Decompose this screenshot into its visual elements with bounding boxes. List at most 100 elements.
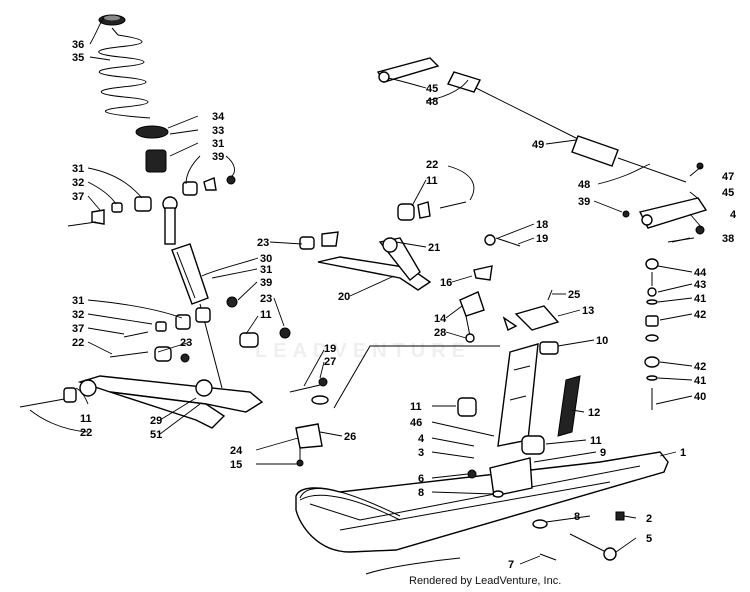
small-bracket-16 (473, 234, 521, 281)
ball-joint-stack (644, 258, 660, 410)
bushing-upper-left (67, 196, 152, 227)
ski-skag (365, 557, 461, 575)
leader-lines (29, 17, 703, 565)
steering-arm-right (622, 162, 708, 243)
callout-43: 43 (694, 279, 706, 291)
callout-2: 2 (646, 513, 652, 525)
lower-spindle-joint (295, 423, 323, 467)
callout-28: 28 (434, 327, 446, 339)
callout-38: 38 (722, 233, 734, 245)
callout-47: 47 (722, 171, 734, 183)
callout-39a: 39 (212, 151, 224, 163)
callout-32a: 32 (72, 177, 84, 189)
callout-41b: 41 (694, 375, 706, 387)
callout-33: 33 (212, 125, 224, 137)
callout-41a: 41 (694, 293, 706, 305)
callout-3: 3 (418, 447, 424, 459)
callout-51: 51 (150, 429, 162, 441)
callout-19a: 19 (324, 343, 336, 355)
callout-14: 14 (434, 313, 447, 325)
watermark-text: LEADVENTURE (255, 340, 472, 362)
callout-6: 6 (418, 473, 424, 485)
callout-13: 13 (582, 305, 594, 317)
callout-48b: 48 (578, 179, 590, 191)
callout-18: 18 (536, 219, 548, 231)
callout-42a: 42 (694, 309, 706, 321)
callout-11c: 11 (426, 175, 438, 187)
callout-32b: 32 (72, 309, 84, 321)
callout-11e: 11 (590, 435, 602, 447)
callout-34: 34 (212, 111, 225, 123)
ski-nut-2 (615, 511, 625, 521)
spindle-bushing-upper (457, 397, 477, 417)
callout-40: 40 (694, 391, 706, 403)
callout-10: 10 (596, 335, 608, 347)
steering-arm-45 (376, 57, 440, 83)
shock-body (171, 243, 209, 305)
callout-4b: 4 (418, 433, 425, 445)
callout-37a: 37 (72, 191, 84, 203)
callout-11b: 11 (80, 413, 92, 425)
tie-rod-49 (447, 71, 687, 183)
callout-25: 25 (568, 289, 580, 301)
callout-12: 12 (588, 407, 600, 419)
steering-arm (514, 289, 560, 331)
callout-11d: 11 (410, 401, 422, 413)
callout-23c: 23 (180, 337, 192, 349)
callout-31d: 31 (72, 295, 84, 307)
spindle-bushing-lower (521, 435, 545, 455)
callout-8a: 8 (418, 487, 424, 499)
upper-ball-joint (459, 291, 485, 343)
callout-22a: 22 (72, 337, 84, 349)
shock-collar (145, 149, 167, 173)
shock-upper-eye (162, 196, 178, 245)
callout-36: 36 (72, 39, 84, 51)
spring-seat (135, 125, 169, 139)
callout-19b: 19 (536, 233, 548, 245)
callout-31b: 31 (72, 163, 84, 175)
footer-credit: Rendered by LeadVenture, Inc. (409, 575, 562, 587)
callout-39c: 39 (578, 196, 590, 208)
shock-lower-hardware (109, 296, 291, 363)
callout-22b: 22 (80, 427, 92, 439)
callout-49: 49 (532, 139, 544, 151)
callout-31a: 31 (212, 138, 224, 150)
callout-45a: 45 (426, 83, 438, 95)
bushing-upper-right (182, 175, 236, 196)
callout-22c: 22 (426, 159, 438, 171)
callout-11a: 11 (260, 309, 272, 321)
callout-16: 16 (440, 277, 452, 289)
callout-15: 15 (230, 459, 242, 471)
ski-bolt-7 (539, 553, 557, 561)
callout-37b: 37 (72, 323, 84, 335)
callout-48a: 48 (426, 96, 438, 108)
tie-rod (333, 345, 500, 409)
callout-42b: 42 (694, 361, 706, 373)
callout-27: 27 (324, 356, 336, 368)
callout-30: 30 (260, 253, 272, 265)
callout-5: 5 (646, 533, 652, 545)
callout-7: 7 (508, 559, 514, 571)
callout-45b: 45 (722, 187, 734, 199)
callout-29: 29 (150, 415, 162, 427)
callout-21: 21 (428, 242, 440, 254)
washer-8 (467, 469, 548, 529)
lower-a-arm (19, 375, 264, 429)
callout-9: 9 (600, 447, 606, 459)
arrow-pointer (502, 316, 518, 331)
ski-bolt-5 (569, 533, 617, 561)
callout-24: 24 (230, 445, 243, 457)
callout-4a: 4 (730, 209, 737, 221)
spring-cap (98, 14, 126, 26)
ski-wear-bar-insert (557, 375, 581, 437)
callout-23b: 23 (260, 293, 272, 305)
callout-39b: 39 (260, 277, 272, 289)
tie-rod-lower-pin (289, 377, 329, 405)
upper-arm-bushing (397, 201, 467, 221)
callout-1: 1 (680, 447, 686, 459)
callout-labels: 36 35 34 33 31 39 31 32 37 23 30 31 39 2… (72, 39, 737, 571)
ski (295, 451, 669, 553)
spindle (497, 341, 559, 447)
